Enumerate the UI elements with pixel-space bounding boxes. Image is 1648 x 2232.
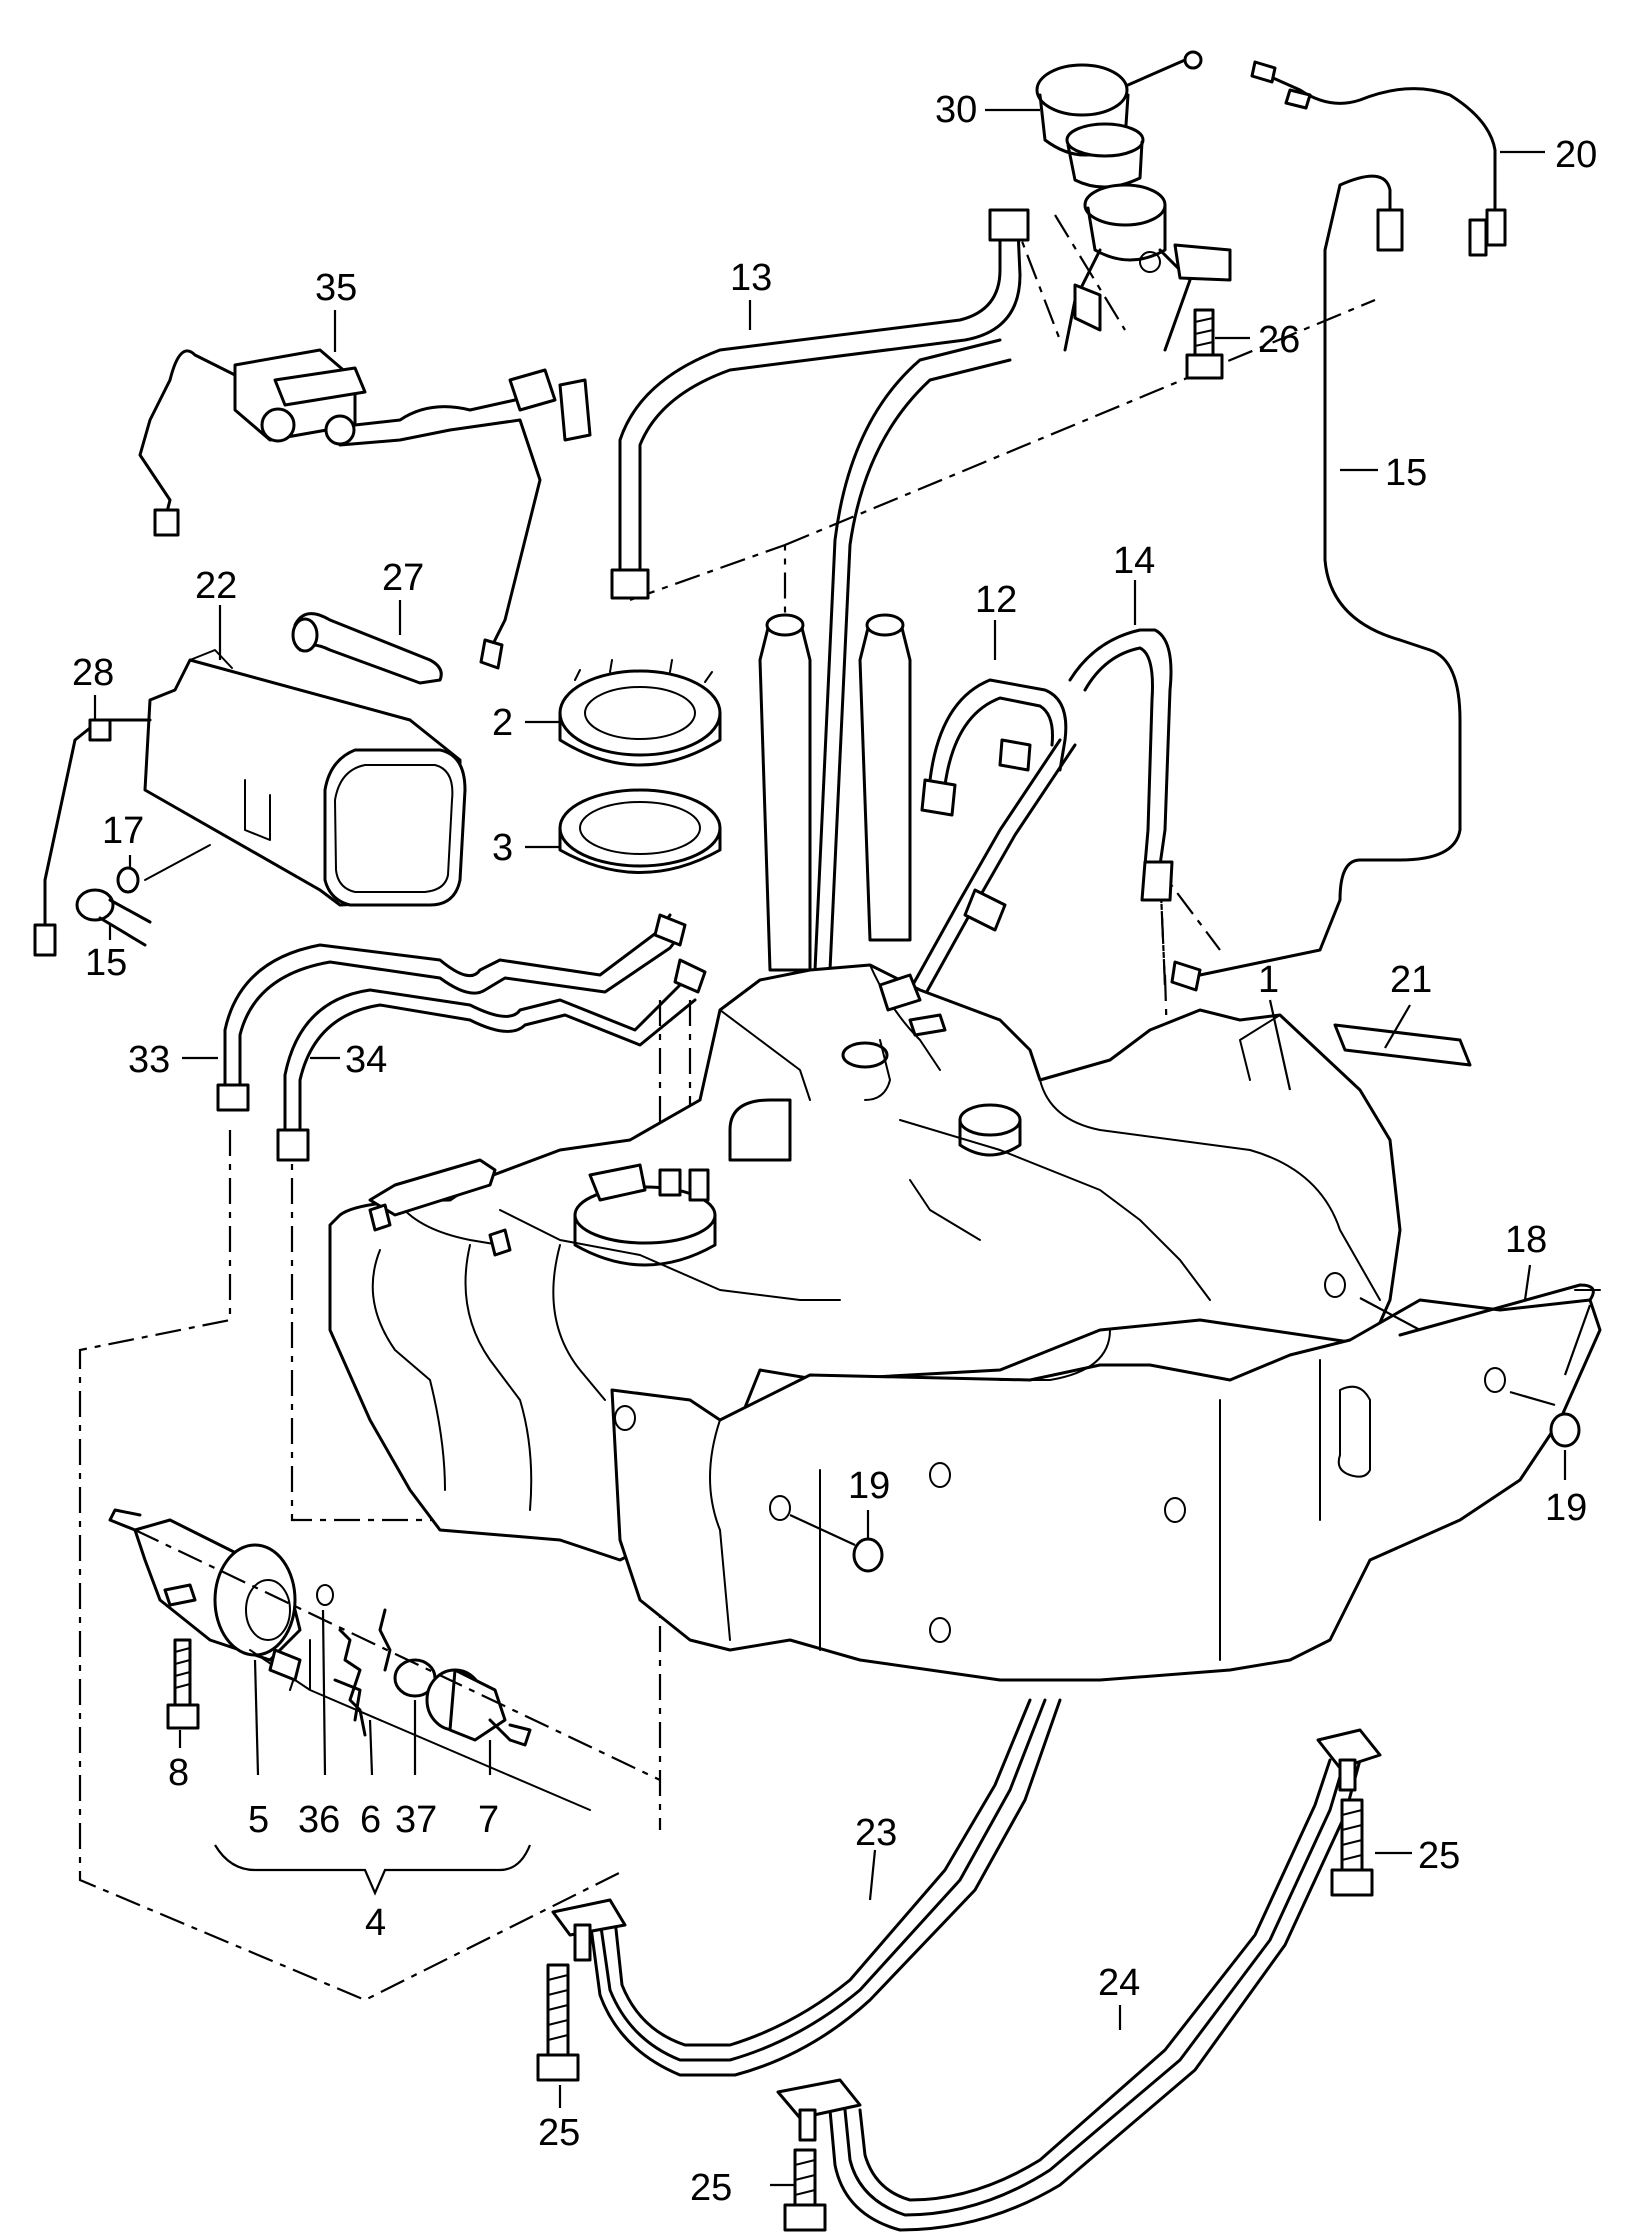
callout-labels: 30 20 13 35 26 15 22 27 12 14 28 2 3 17 … (72, 89, 1597, 2209)
fuel-lines-33-34 (216, 913, 707, 1162)
bolt-26 (1185, 308, 1224, 380)
callout-25-right: 25 (1418, 1835, 1460, 1877)
callout-17: 17 (102, 810, 144, 852)
vent-hose-13 (610, 208, 1030, 600)
callout-19-left: 19 (848, 1465, 890, 1507)
callout-12: 12 (975, 579, 1017, 621)
sensor-wire-20 (1250, 60, 1507, 257)
connector-17-15 (75, 866, 152, 947)
locking-ring-2 (558, 659, 722, 767)
callout-6: 6 (360, 1799, 381, 1841)
callout-34: 34 (345, 1039, 387, 1081)
callout-18: 18 (1505, 1219, 1547, 1261)
callout-37: 37 (395, 1799, 437, 1841)
callout-5: 5 (248, 1799, 269, 1841)
callout-15-right: 15 (1385, 452, 1427, 494)
callout-25-left: 25 (538, 2112, 580, 2154)
callout-1: 1 (1258, 959, 1279, 1001)
callout-13: 13 (730, 257, 772, 299)
callout-24: 24 (1098, 1962, 1140, 2004)
leader-lines (93, 108, 1567, 2187)
callout-4: 4 (365, 1902, 386, 1944)
fuel-filter-assembly-4 (108, 1508, 661, 1896)
callout-15-left: 15 (85, 942, 127, 984)
callout-14: 14 (1113, 540, 1155, 582)
callout-3: 3 (492, 827, 513, 869)
heat-shield-18 (1359, 1283, 1601, 1407)
callout-19-right: 19 (1545, 1487, 1587, 1529)
valve-35 (138, 348, 592, 670)
vent-boots (758, 338, 1012, 972)
callout-7: 7 (478, 1799, 499, 1841)
nuts-19 (789, 1412, 1581, 1573)
callout-33: 33 (128, 1039, 170, 1081)
seal-3 (558, 788, 722, 874)
line-15 (1170, 174, 1462, 992)
callout-22: 22 (195, 565, 237, 607)
callout-26: 26 (1258, 319, 1300, 361)
callout-25-bottom: 25 (690, 2167, 732, 2209)
callout-8: 8 (168, 1752, 189, 1794)
fuel-tank-1 (328, 963, 1602, 1682)
callout-23: 23 (855, 1812, 897, 1854)
bolts-25 (536, 1798, 1374, 2232)
callout-2: 2 (492, 702, 513, 744)
callout-35: 35 (315, 267, 357, 309)
carbon-canister-22 (33, 612, 467, 957)
callout-36: 36 (298, 1799, 340, 1841)
callout-28: 28 (72, 652, 114, 694)
label-21 (1333, 1023, 1472, 1067)
callout-27: 27 (382, 557, 424, 599)
straps-23-24 (551, 1698, 1382, 2232)
filler-neck-30 (1035, 50, 1232, 352)
callout-20: 20 (1555, 134, 1597, 176)
callout-30: 30 (935, 89, 977, 131)
callout-21: 21 (1390, 959, 1432, 1001)
